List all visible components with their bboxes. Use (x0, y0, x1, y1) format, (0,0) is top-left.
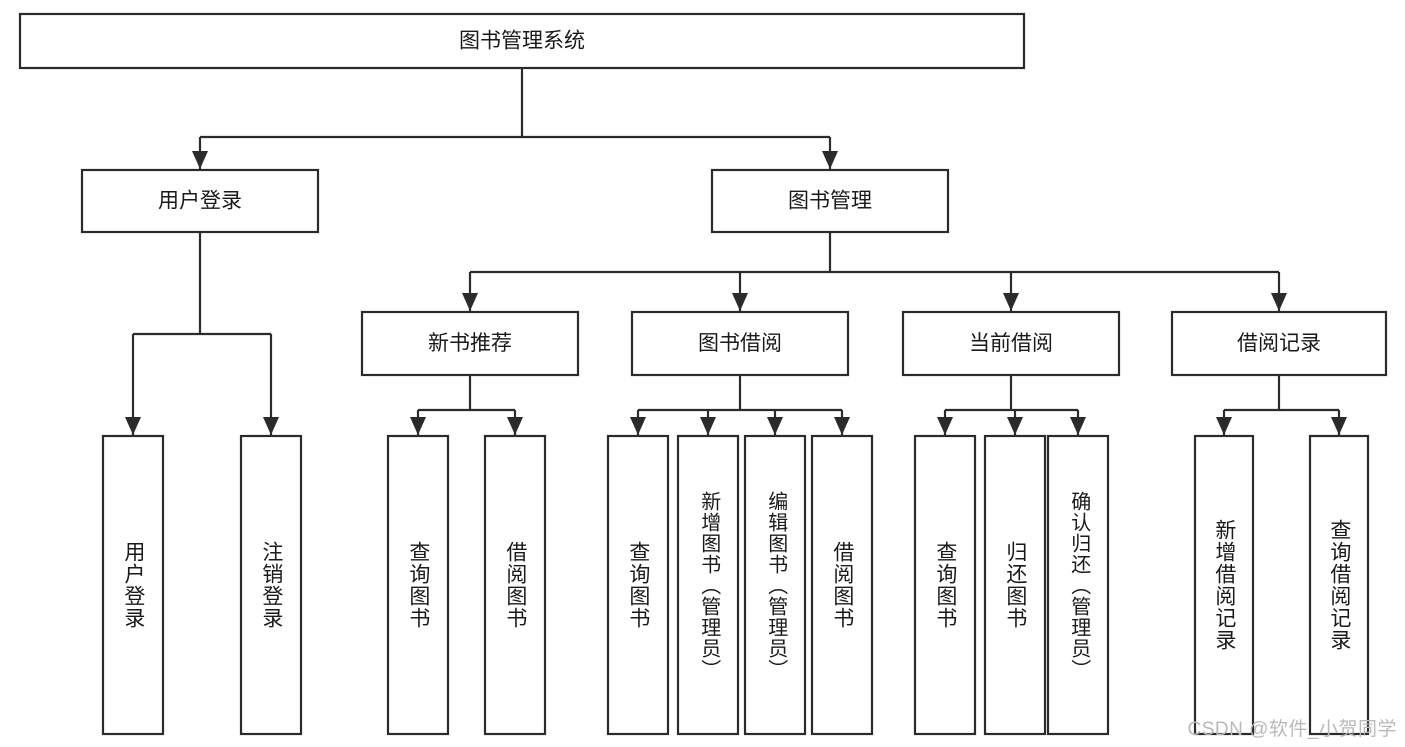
arrow-head-icon (1271, 293, 1287, 311)
node-root-label: 图书管理系统 (459, 30, 585, 53)
node-level3-box-2[interactable] (901, 310, 1121, 377)
arrow-head-icon (462, 293, 478, 311)
node-level3-label-3: 借阅记录 (1237, 332, 1321, 355)
node-level3-label-1: 图书借阅 (698, 332, 782, 355)
arrow-head-icon (1003, 293, 1019, 311)
node-level2-label-1: 图书管理 (788, 190, 872, 213)
node-leaf-box-6[interactable] (743, 434, 807, 736)
node-leaf-box-8[interactable] (913, 434, 977, 736)
node-level3-box-1[interactable] (630, 310, 850, 377)
node-level3-label-2: 当前借阅 (969, 332, 1053, 355)
node-leaf-box-10[interactable] (1046, 434, 1110, 736)
node-boxes (18, 12, 1388, 736)
arrow-head-icon (410, 417, 426, 435)
arrow-head-icon (937, 417, 953, 435)
node-leaf-box-7[interactable] (810, 434, 874, 736)
node-leaf-box-0[interactable] (101, 434, 165, 736)
arrow-head-icon (507, 417, 523, 435)
node-leaf-box-4[interactable] (606, 434, 670, 736)
node-level2-box-1[interactable] (710, 168, 950, 234)
arrow-head-icon (125, 417, 141, 435)
arrow-head-icon (822, 151, 838, 169)
arrow-head-icon (263, 417, 279, 435)
arrow-head-icon (630, 417, 646, 435)
arrow-head-icon (732, 293, 748, 311)
watermark-text: CSDN @软件_小贺同学 (1187, 719, 1397, 740)
connector-lines (125, 68, 1347, 435)
node-leaf-box-12[interactable] (1308, 434, 1370, 736)
node-leaf-box-1[interactable] (239, 434, 303, 736)
node-level3-box-0[interactable] (360, 310, 580, 377)
arrow-head-icon (1216, 417, 1232, 435)
arrow-head-icon (1007, 417, 1023, 435)
node-level2-box-0[interactable] (80, 168, 320, 234)
node-leaf-box-2[interactable] (386, 434, 450, 736)
arrow-head-icon (1331, 417, 1347, 435)
node-leaf-box-9[interactable] (983, 434, 1047, 736)
node-level3-label-0: 新书推荐 (428, 332, 512, 355)
node-level2-label-0: 用户登录 (158, 190, 242, 213)
node-root-box[interactable] (18, 12, 1026, 70)
node-leaf-box-5[interactable] (676, 434, 740, 736)
arrow-head-icon (1070, 417, 1086, 435)
arrow-head-icon (834, 417, 850, 435)
arrow-head-icon (767, 417, 783, 435)
node-leaf-box-11[interactable] (1193, 434, 1255, 736)
node-level3-box-3[interactable] (1170, 310, 1388, 377)
arrow-head-icon (192, 151, 208, 169)
arrow-head-icon (700, 417, 716, 435)
node-leaf-box-3[interactable] (483, 434, 547, 736)
